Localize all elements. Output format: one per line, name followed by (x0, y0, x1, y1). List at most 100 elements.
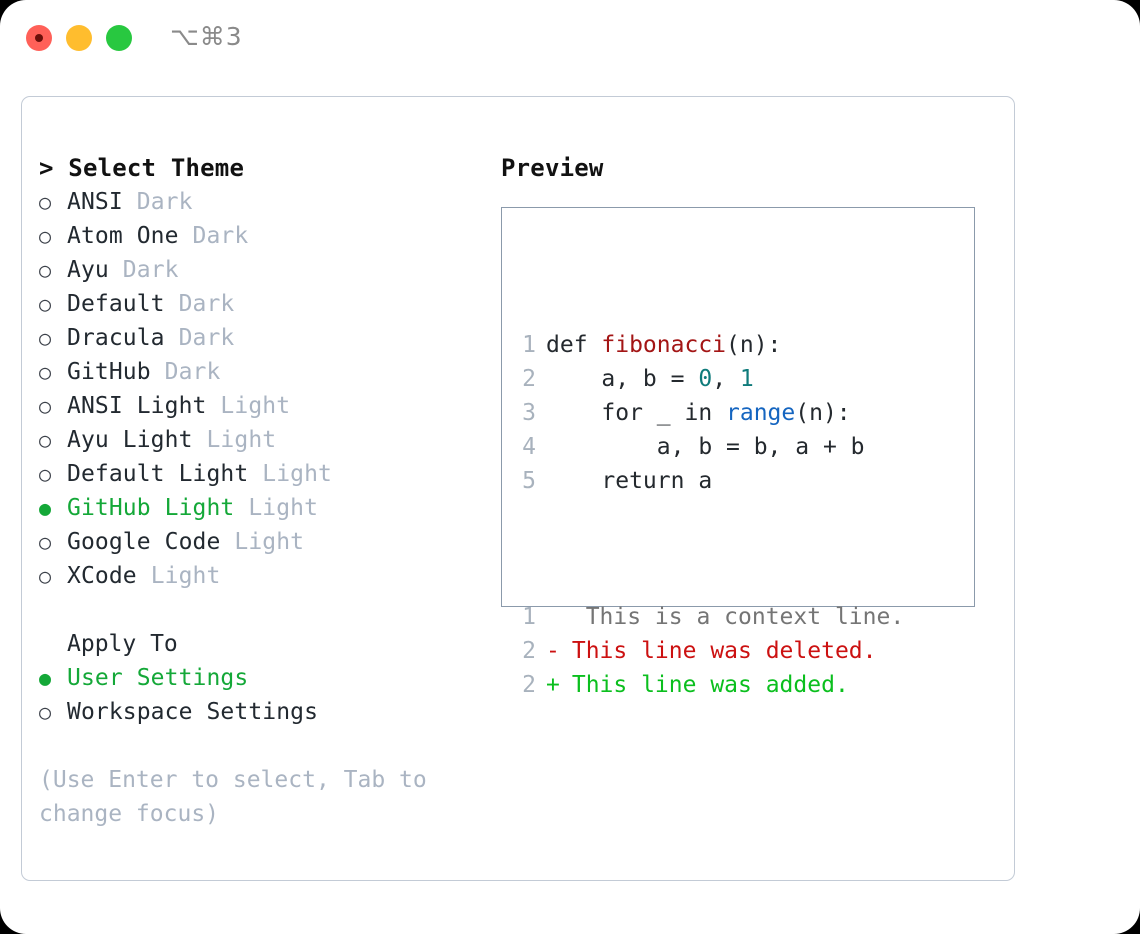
code-line: 3 for _ in range(n): (514, 396, 904, 430)
theme-option-default[interactable]: ○ Default Dark (39, 287, 469, 321)
code-line: 1 def fibonacci(n): (514, 328, 904, 362)
theme-option-label: GitHub (67, 359, 165, 385)
radio-unselected-icon: ○ (39, 564, 52, 588)
theme-option-default-light[interactable]: ○ Default Light Light (39, 457, 469, 491)
theme-option-variant: Light (262, 461, 333, 487)
code-token: (n): (795, 400, 851, 426)
radio-unselected-icon: ○ (39, 224, 52, 248)
select-theme-heading: > Select Theme (39, 154, 245, 182)
radio-unselected-icon: ○ (39, 394, 52, 418)
line-number: 5 (522, 468, 536, 494)
code-token: for _ in (546, 400, 727, 426)
theme-option-xcode[interactable]: ○ XCode Light (39, 559, 469, 593)
radio-unselected-icon: ○ (39, 530, 52, 554)
diff-sign: + (546, 672, 560, 698)
theme-option-variant: Light (234, 529, 305, 555)
apply-to-option-list[interactable]: ● User Settings ○ Workspace Settings (39, 661, 469, 729)
theme-option-label: ANSI (67, 189, 137, 215)
diff-text: This line was added. (558, 672, 849, 698)
line-number: 4 (522, 434, 536, 460)
theme-option-variant: Dark (178, 291, 235, 317)
theme-option-label: Atom One (67, 223, 193, 249)
radio-unselected-icon: ○ (39, 326, 52, 350)
theme-option-variant: Dark (178, 325, 235, 351)
theme-option-variant: Dark (122, 257, 179, 283)
code-token: (n): (726, 332, 782, 358)
theme-option-variant: Dark (192, 223, 249, 249)
maximize-button[interactable] (106, 25, 132, 51)
code-token: , (712, 366, 740, 392)
theme-option-label: XCode (67, 563, 151, 589)
line-number: 2 (522, 366, 536, 392)
theme-option-label: Ayu (67, 257, 123, 283)
radio-unselected-icon: ○ (39, 360, 52, 384)
radio-unselected-icon: ○ (39, 292, 52, 316)
keyboard-shortcut-label: ⌥⌘3 (170, 22, 243, 51)
content-frame: > Select Theme ○ANSI Dark○Atom One Dark○… (21, 96, 1015, 881)
theme-option-variant: Light (150, 563, 221, 589)
theme-panel: > Select Theme ○ANSI Dark○Atom One Dark○… (39, 151, 469, 831)
apply-to-option-user-settings[interactable]: ● User Settings (39, 661, 469, 695)
theme-option-list[interactable]: ○ ANSI Dark ○ Atom One Dark ○ Ayu Dark ○ Defaul… (39, 185, 469, 593)
theme-option-label: Google Code (67, 529, 235, 555)
code-token: def (546, 332, 602, 358)
line-number: 1 (522, 332, 536, 358)
diff-line-ctx: 1 This is a context line. (514, 600, 904, 634)
radio-selected-icon: ● (39, 666, 52, 690)
apply-to-option-workspace-settings[interactable]: ○ Workspace Settings (39, 695, 469, 729)
theme-option-ansi-light[interactable]: ○ ANSI Light Light (39, 389, 469, 423)
apply-to-heading: Apply To (67, 631, 178, 657)
theme-option-variant: Light (248, 495, 319, 521)
code-line: 5 return a (514, 464, 904, 498)
diff-text: This is a context line. (558, 604, 905, 630)
code-token: a, b = b, a + b (546, 434, 865, 460)
theme-option-label: Ayu Light (67, 427, 207, 453)
theme-option-label: Dracula (67, 325, 179, 351)
code-token: fibonacci (601, 332, 727, 358)
close-button[interactable] (26, 25, 52, 51)
diff-sign: - (546, 638, 560, 664)
theme-option-github[interactable]: ○ GitHub Dark (39, 355, 469, 389)
diff-line-del: 2- This line was deleted. (514, 634, 904, 668)
theme-option-ayu-light[interactable]: ○ Ayu Light Light (39, 423, 469, 457)
diff-text: This line was deleted. (558, 638, 877, 664)
theme-option-variant: Light (220, 393, 291, 419)
theme-option-label: ANSI Light (67, 393, 221, 419)
apply-to-option-label: User Settings (67, 665, 249, 691)
theme-option-dracula[interactable]: ○ Dracula Dark (39, 321, 469, 355)
radio-unselected-icon: ○ (39, 190, 52, 214)
theme-option-variant: Dark (136, 189, 193, 215)
keyboard-hint-text: (Use Enter to select, Tab to change focu… (39, 767, 427, 827)
radio-unselected-icon: ○ (39, 428, 52, 452)
theme-option-label: GitHub Light (67, 495, 249, 521)
apply-to-option-label: Workspace Settings (67, 699, 319, 725)
theme-option-ayu[interactable]: ○ Ayu Dark (39, 253, 469, 287)
preview-heading: Preview (501, 154, 604, 182)
theme-option-label: Default Light (67, 461, 263, 487)
diff-line-add: 2+ This line was added. (514, 668, 904, 702)
diff-lines: 1 This is a context line.2- This line wa… (514, 600, 904, 702)
theme-option-atom-one[interactable]: ○ Atom One Dark (39, 219, 469, 253)
minimize-button[interactable] (66, 25, 92, 51)
code-token: return a (546, 468, 713, 494)
radio-selected-icon: ● (39, 496, 52, 520)
line-number: 3 (522, 400, 536, 426)
theme-option-google-code[interactable]: ○ Google Code Light (39, 525, 469, 559)
theme-option-variant: Light (206, 427, 277, 453)
theme-option-variant: Dark (164, 359, 221, 385)
code-token: 1 (739, 366, 754, 392)
code-line: 4 a, b = b, a + b (514, 430, 904, 464)
radio-unselected-icon: ○ (39, 258, 52, 282)
code-token: 0 (698, 366, 713, 392)
theme-option-github-light[interactable]: ● GitHub Light Light (39, 491, 469, 525)
theme-option-ansi[interactable]: ○ ANSI Dark (39, 185, 469, 219)
radio-unselected-icon: ○ (39, 700, 52, 724)
radio-unselected-icon: ○ (39, 462, 52, 486)
code-line: 2 a, b = 0, 1 (514, 362, 904, 396)
theme-option-label: Default (67, 291, 179, 317)
